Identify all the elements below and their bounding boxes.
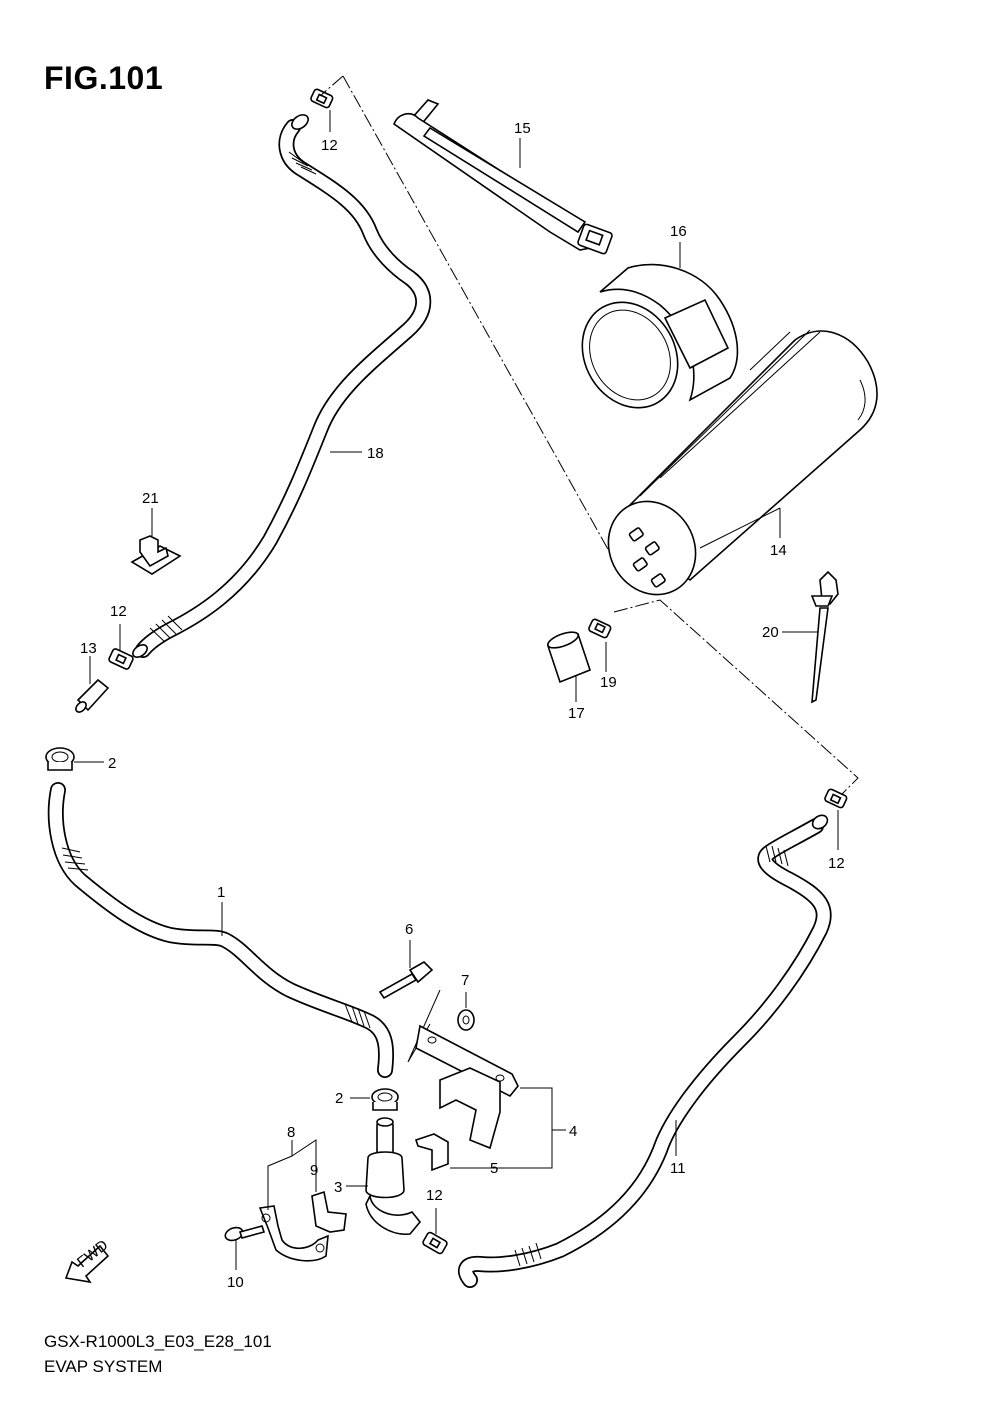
callout-12-right: 12 xyxy=(828,855,845,872)
callout-17: 17 xyxy=(568,705,585,722)
cap-17 xyxy=(547,631,591,702)
joint-13 xyxy=(75,656,110,713)
callout-11: 11 xyxy=(670,1160,686,1177)
callout-4: 4 xyxy=(569,1123,577,1140)
cushion-16 xyxy=(581,242,739,409)
clamp-19 xyxy=(588,618,612,672)
clamp-9 xyxy=(311,1190,347,1233)
strap-15 xyxy=(393,99,613,255)
clamp-12-lower xyxy=(422,1208,448,1255)
screw-10 xyxy=(224,1225,266,1270)
bracket-5 xyxy=(414,1133,449,1172)
callout-8: 8 xyxy=(287,1124,295,1141)
cable-tie-20 xyxy=(782,570,839,704)
callout-5: 5 xyxy=(490,1160,498,1177)
callout-6: 6 xyxy=(405,921,413,938)
model-code: GSX-R1000L3_E03_E28_101 xyxy=(44,1332,272,1351)
callout-12-lower: 12 xyxy=(426,1187,443,1204)
callout-12-left: 12 xyxy=(110,603,127,620)
callout-16: 16 xyxy=(670,223,687,240)
hose-1-hatching-bottom xyxy=(344,1003,371,1029)
clip-21 xyxy=(130,508,182,575)
callout-19: 19 xyxy=(600,674,617,691)
clamp-12-right xyxy=(824,788,848,850)
callout-7: 7 xyxy=(461,972,469,989)
hose-18 xyxy=(132,114,432,658)
callout-13: 13 xyxy=(80,640,97,657)
figure-title: FIG.101 xyxy=(44,60,164,96)
hose-18-hatching-top xyxy=(288,151,317,175)
clamp-8 xyxy=(258,1205,329,1262)
callout-2-lower: 2 xyxy=(335,1090,343,1107)
fwd-arrow-icon: FWD xyxy=(64,1237,112,1284)
system-name: EVAP SYSTEM xyxy=(44,1357,163,1376)
bracket-4 xyxy=(415,1024,519,1150)
washer-7 xyxy=(457,992,475,1031)
hose-1-hatching-top xyxy=(61,847,89,871)
canister-14 xyxy=(607,329,878,596)
callout-2-top: 2 xyxy=(108,755,116,772)
leader-4-5 xyxy=(450,1087,566,1169)
callout-20: 20 xyxy=(762,624,779,641)
callout-15: 15 xyxy=(514,120,531,137)
hose-1 xyxy=(47,782,395,1078)
leader-8-9 xyxy=(267,1139,317,1210)
clamp-2-lower xyxy=(350,1088,399,1111)
valve-3 xyxy=(346,1117,422,1235)
callout-18: 18 xyxy=(367,445,384,462)
rivet-6 xyxy=(378,940,434,1000)
callout-14: 14 xyxy=(770,542,787,559)
hose-11 xyxy=(457,814,832,1288)
hose-11-hatching-bottom xyxy=(514,1242,542,1267)
clamp-12-left xyxy=(108,624,134,670)
callout-21: 21 xyxy=(142,490,159,507)
clamp-2-top xyxy=(45,747,104,771)
callout-10: 10 xyxy=(227,1274,244,1291)
hose-11-hatching-top xyxy=(765,845,789,867)
callout-1: 1 xyxy=(217,884,225,901)
callout-12-top: 12 xyxy=(321,137,338,154)
hose-18-hatching-bottom xyxy=(149,615,183,643)
callout-9: 9 xyxy=(310,1162,318,1179)
callout-3: 3 xyxy=(334,1179,342,1196)
